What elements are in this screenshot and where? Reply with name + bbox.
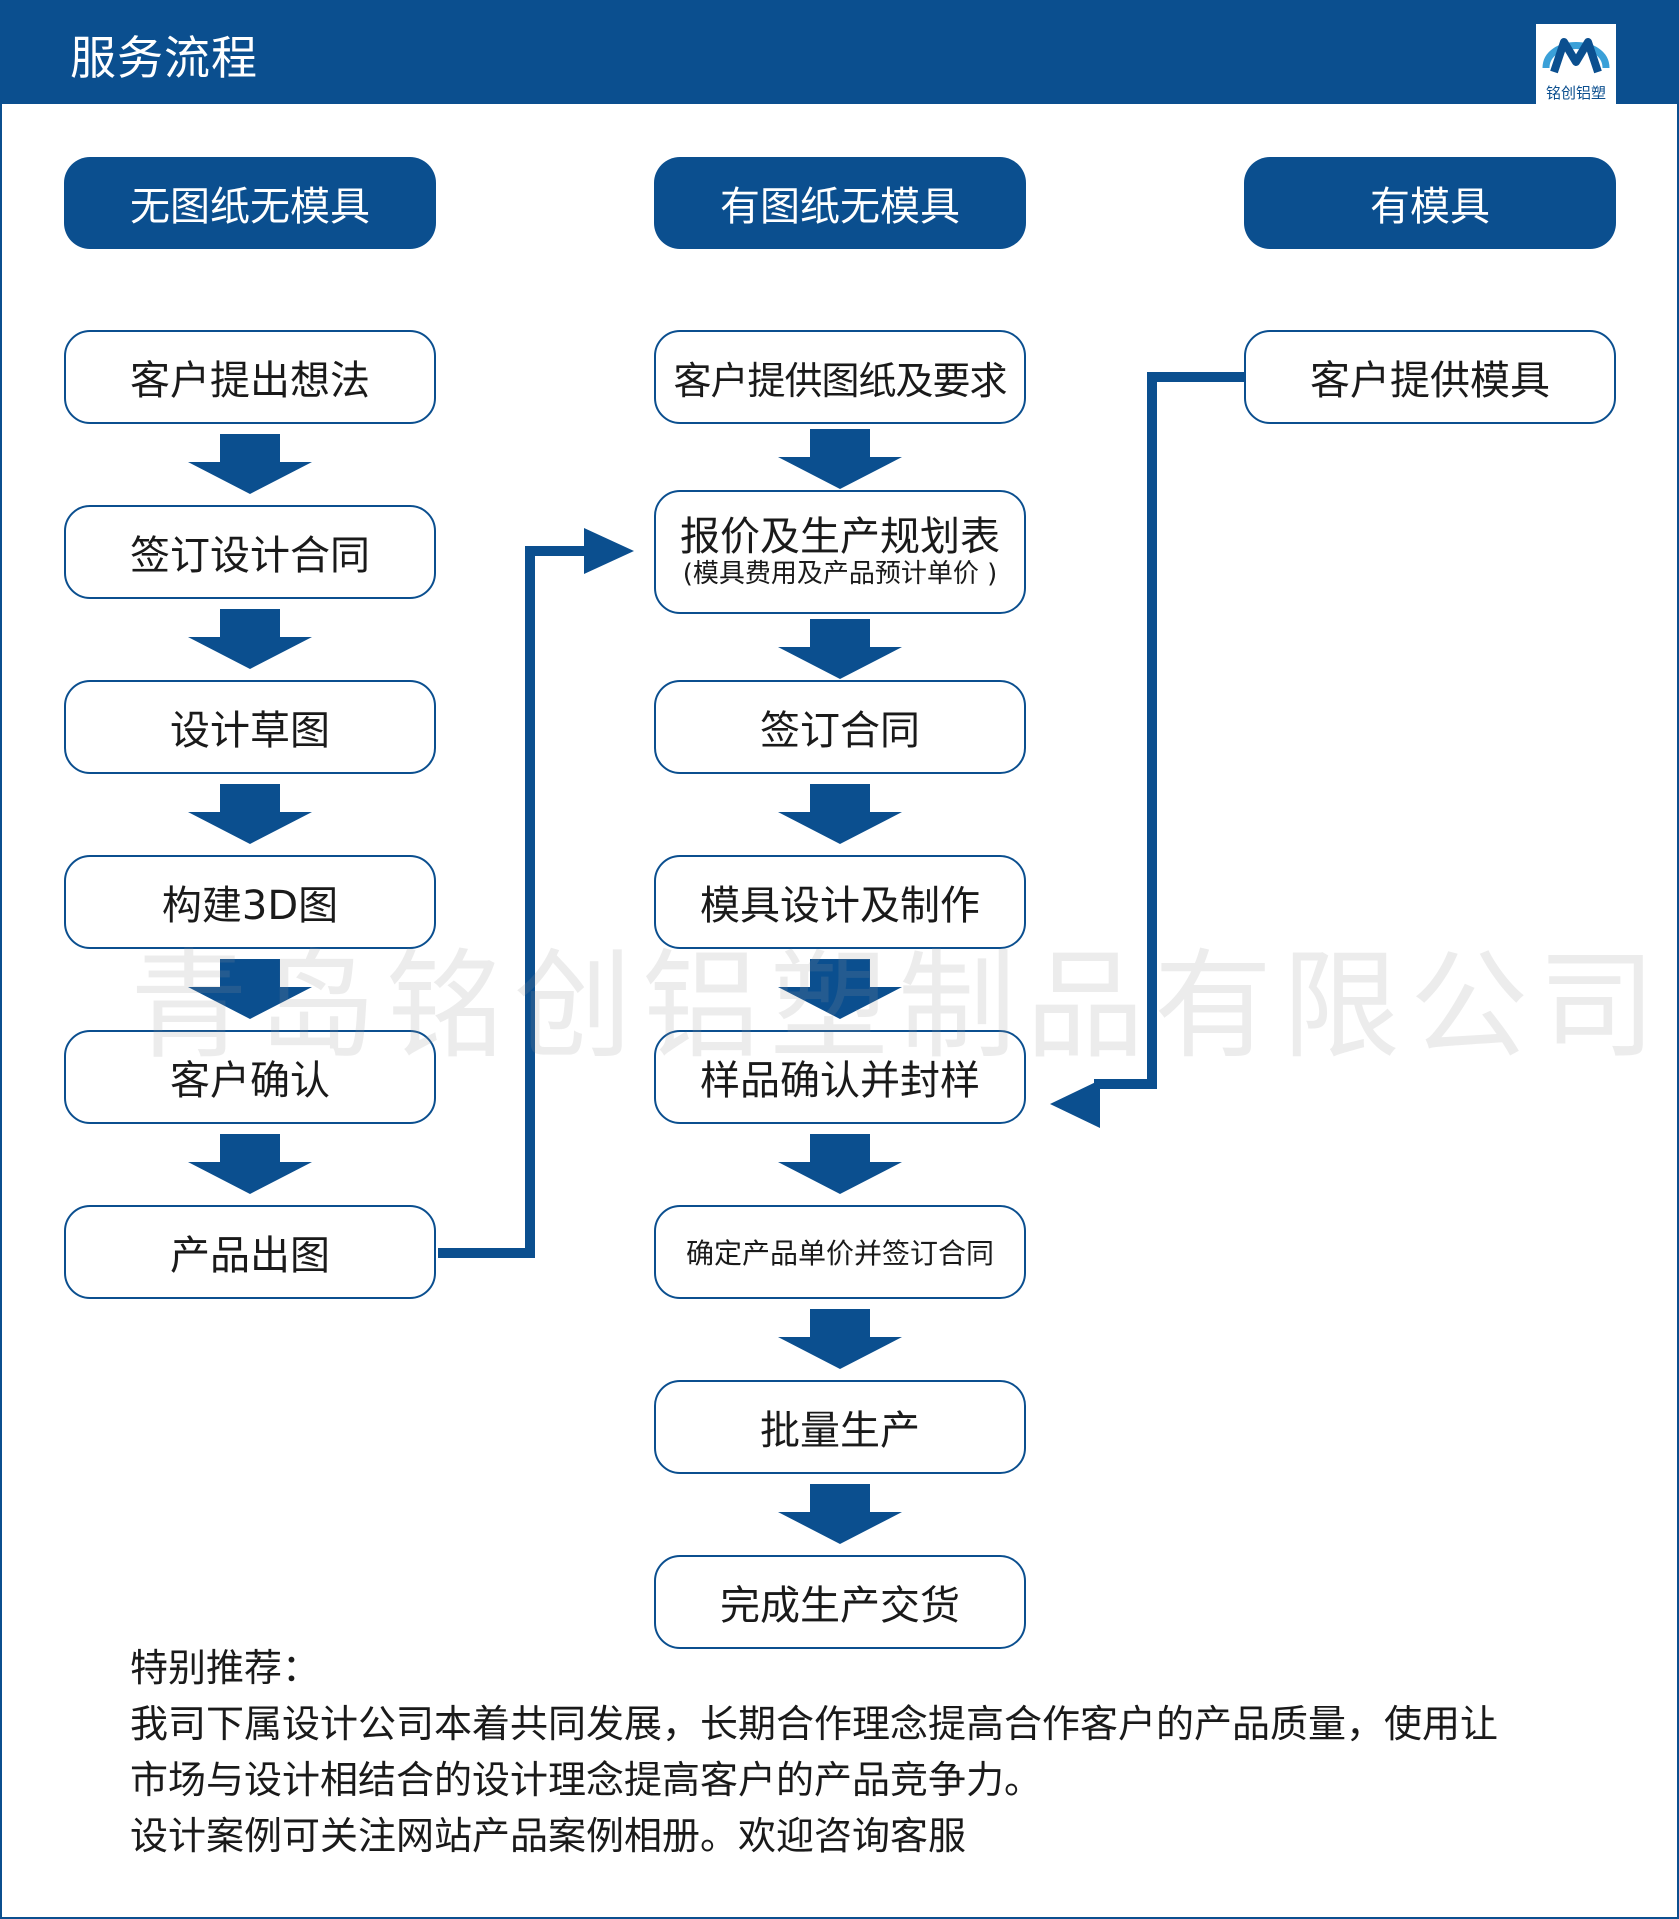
arrow-down-1-4 xyxy=(188,959,312,1019)
arrow-down-1-5 xyxy=(188,1134,312,1194)
arrow-down-2-1 xyxy=(778,429,902,489)
arrow-down-1-3 xyxy=(188,784,312,844)
step-2-2-label: 报价及生产规划表 xyxy=(680,514,1000,561)
heading-has-mold: 有模具 xyxy=(1244,157,1616,249)
step-1-6: 产品出图 xyxy=(64,1205,436,1299)
step-2-6: 确定产品单价并签订合同 xyxy=(654,1205,1026,1299)
step-3-1: 客户提供模具 xyxy=(1244,330,1616,424)
arrow-left-to-sample xyxy=(1050,1080,1100,1128)
logo-text: 铭创铝塑 xyxy=(1545,84,1606,102)
step-1-1: 客户提出想法 xyxy=(64,330,436,424)
step-2-2-sub: (模具费用及产品预计单价 ) xyxy=(682,559,998,590)
arrow-right-to-quote xyxy=(584,528,634,574)
arrow-down-2-6 xyxy=(778,1309,902,1369)
step-2-8: 完成生产交货 xyxy=(654,1555,1026,1649)
step-2-2: 报价及生产规划表 (模具费用及产品预计单价 ) xyxy=(654,490,1026,614)
company-logo: 铭创铝塑 xyxy=(1536,24,1616,104)
note-line-3: 设计案例可关注网站产品案例相册。欢迎咨询客服 xyxy=(130,1814,967,1858)
arrow-down-2-3 xyxy=(778,784,902,844)
connector-output-to-quote xyxy=(438,546,590,1258)
note-line-2: 市场与设计相结合的设计理念提高客户的产品竞争力。 xyxy=(130,1758,1043,1802)
step-2-4: 模具设计及制作 xyxy=(654,855,1026,949)
heading-drawing-no-mold: 有图纸无模具 xyxy=(654,157,1026,249)
step-1-4: 构建3D图 xyxy=(64,855,436,949)
step-2-1-label: 客户提供图纸及要求 xyxy=(673,358,1007,403)
step-2-7: 批量生产 xyxy=(654,1380,1026,1474)
page-title: 服务流程 xyxy=(70,31,258,85)
note-title: 特别推荐： xyxy=(130,1646,321,1690)
connector-mold-to-sample xyxy=(1094,372,1244,1089)
logo-m-icon xyxy=(1542,38,1610,74)
arrow-down-2-2 xyxy=(778,619,902,679)
note-line-1: 我司下属设计公司本着共同发展，长期合作理念提高合作客户的产品质量，使用让 xyxy=(130,1702,1499,1746)
recommendation-note: 特别推荐： 我司下属设计公司本着共同发展，长期合作理念提高合作客户的产品质量，使… xyxy=(130,1640,1580,1864)
arrow-down-1-1 xyxy=(188,434,312,494)
step-2-3: 签订合同 xyxy=(654,680,1026,774)
arrow-down-2-5 xyxy=(778,1134,902,1194)
step-2-1: 客户提供图纸及要求 xyxy=(654,330,1026,424)
arrow-down-2-7 xyxy=(778,1484,902,1544)
arrow-down-2-4 xyxy=(778,959,902,1019)
step-1-2: 签订设计合同 xyxy=(64,505,436,599)
arrow-down-1-2 xyxy=(188,609,312,669)
step-1-3: 设计草图 xyxy=(64,680,436,774)
step-1-5: 客户确认 xyxy=(64,1030,436,1124)
header-bar: 服务流程 铭创铝塑 xyxy=(0,0,1679,104)
heading-no-drawing-no-mold: 无图纸无模具 xyxy=(64,157,436,249)
step-2-5: 样品确认并封样 xyxy=(654,1030,1026,1124)
